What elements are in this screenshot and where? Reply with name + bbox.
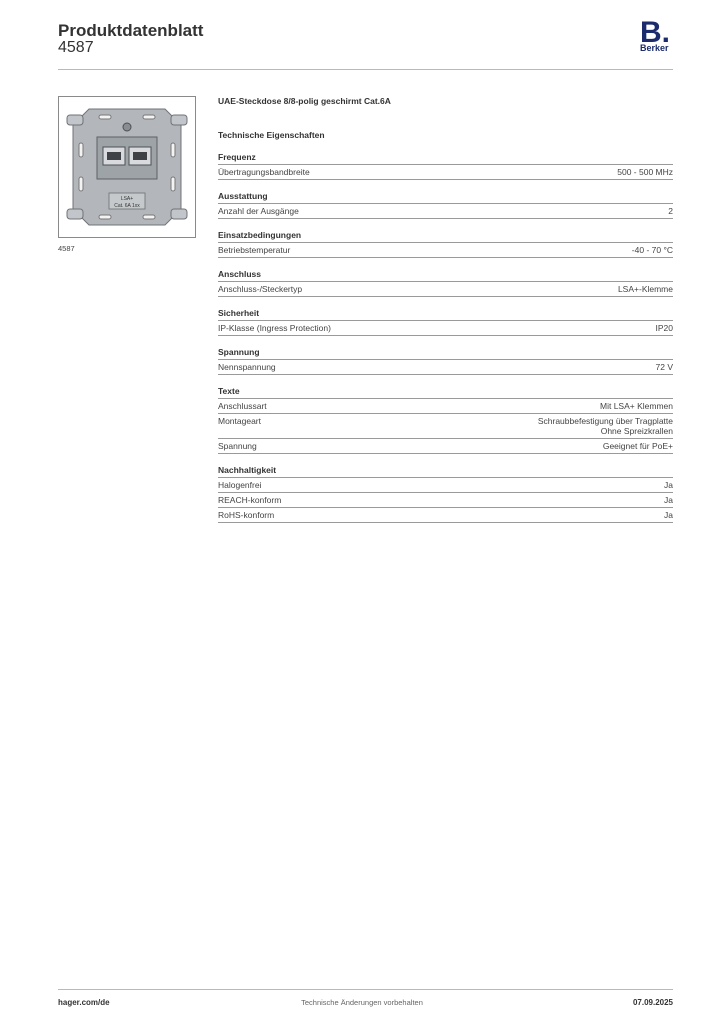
socket-label-1: LSA+ <box>121 196 133 202</box>
spec-row: Anschlussart Mit LSA+ Klemmen <box>218 399 673 414</box>
group-title: Anschluss <box>218 269 673 282</box>
spec-row: Anzahl der Ausgänge 2 <box>218 204 673 219</box>
spec-value: -40 - 70 °C <box>632 245 673 255</box>
product-name: UAE-Steckdose 8/8-polig geschirmt Cat.6A <box>218 96 391 106</box>
spec-value-line: Ja <box>664 495 673 505</box>
spec-value-line: 72 V <box>655 362 674 372</box>
spec-value: Ja <box>664 480 673 490</box>
group-title: Texte <box>218 386 673 399</box>
spec-label: Anschluss-/Steckertyp <box>218 284 303 294</box>
spec-content: UAE-Steckdose 8/8-polig geschirmt Cat.6A… <box>218 96 673 523</box>
group-title: Ausstattung <box>218 191 673 204</box>
spec-value: IP20 <box>656 323 674 333</box>
spec-label: Halogenfrei <box>218 480 262 490</box>
spec-label: IP-Klasse (Ingress Protection) <box>218 323 331 333</box>
spec-value: 500 - 500 MHz <box>617 167 673 177</box>
image-caption: 4587 <box>58 244 75 253</box>
spec-value-line: Schraubbefestigung über Tragplatte <box>537 416 673 426</box>
group-title: Einsatzbedingungen <box>218 230 673 243</box>
spec-label: Übertragungsbandbreite <box>218 167 310 177</box>
spec-value-line: Ja <box>664 480 673 490</box>
spec-value: Mit LSA+ Klemmen <box>600 401 673 411</box>
spec-value: LSA+-Klemme <box>618 284 673 294</box>
spec-label: RoHS-konform <box>218 510 275 520</box>
spec-label: Anzahl der Ausgänge <box>218 206 299 216</box>
spec-row: Nennspannung 72 V <box>218 360 673 375</box>
spec-value-line: -40 - 70 °C <box>631 245 673 255</box>
spec-value-line: 2 <box>668 206 673 216</box>
spec-value-line: Geeignet für PoE+ <box>602 441 673 451</box>
spec-row: Betriebstemperatur -40 - 70 °C <box>218 243 673 258</box>
socket-illustration: LSA+ Cat. 6A 1xx <box>66 108 188 226</box>
logo-brand: Berker <box>640 43 669 53</box>
footer-disclaimer: Technische Änderungen vorbehalten <box>301 998 423 1007</box>
spec-label: Montageart <box>218 416 261 426</box>
group-title: Frequenz <box>218 152 673 165</box>
spec-value: Ja <box>664 495 673 505</box>
spec-value-line: Mit LSA+ Klemmen <box>600 401 673 411</box>
spec-value-line: LSA+-Klemme <box>617 284 673 294</box>
spec-value: 72 V <box>656 362 674 372</box>
product-image: LSA+ Cat. 6A 1xx <box>58 96 196 238</box>
spec-row: Montageart Schraubbefestigung über Tragpl… <box>218 414 673 439</box>
spec-label: Spannung <box>218 441 257 451</box>
socket-label-2: Cat. 6A 1xx <box>114 203 140 209</box>
spec-label: Nennspannung <box>218 362 276 372</box>
footer-date: 07.09.2025 <box>632 998 673 1007</box>
product-number: 4587 <box>58 39 94 56</box>
spec-value-line: IP20 <box>655 323 674 333</box>
header-divider <box>58 69 673 70</box>
group-title: Nachhaltigkeit <box>218 465 673 478</box>
group-title: Sicherheit <box>218 308 673 321</box>
spec-row: IP-Klasse (Ingress Protection) IP20 <box>218 321 673 336</box>
logo-letter: B. <box>640 16 670 49</box>
spec-value-line: 500 - 500 MHz <box>617 167 673 177</box>
footer-website[interactable]: hager.com/de <box>58 998 110 1007</box>
spec-label: Anschlussart <box>218 401 267 411</box>
spec-row: REACH-konform Ja <box>218 493 673 508</box>
footer-divider <box>58 989 673 990</box>
section-title: Technische Eigenschaften <box>218 130 325 140</box>
group-title: Spannung <box>218 347 673 360</box>
spec-row: RoHS-konform Ja <box>218 508 673 523</box>
page-title: Produktdatenblatt <box>58 21 204 40</box>
spec-label: Betriebstemperatur <box>218 245 291 255</box>
berker-logo: B. <box>640 16 670 49</box>
spec-label: REACH-konform <box>218 495 282 505</box>
spec-value: Geeignet für PoE+ <box>603 441 673 451</box>
spec-value-line: Ohne Spreizkrallen <box>600 426 673 436</box>
spec-value-line: Ja <box>664 510 673 520</box>
spec-value: Ja <box>664 510 673 520</box>
spec-row: Halogenfrei Ja <box>218 478 673 493</box>
spec-row: Anschluss-/Steckertyp LSA+-Klemme <box>218 282 673 297</box>
spec-row: Spannung Geeignet für PoE+ <box>218 439 673 454</box>
spec-value: 2 <box>668 206 673 216</box>
spec-row: Übertragungsbandbreite 500 - 500 MHz <box>218 165 673 180</box>
